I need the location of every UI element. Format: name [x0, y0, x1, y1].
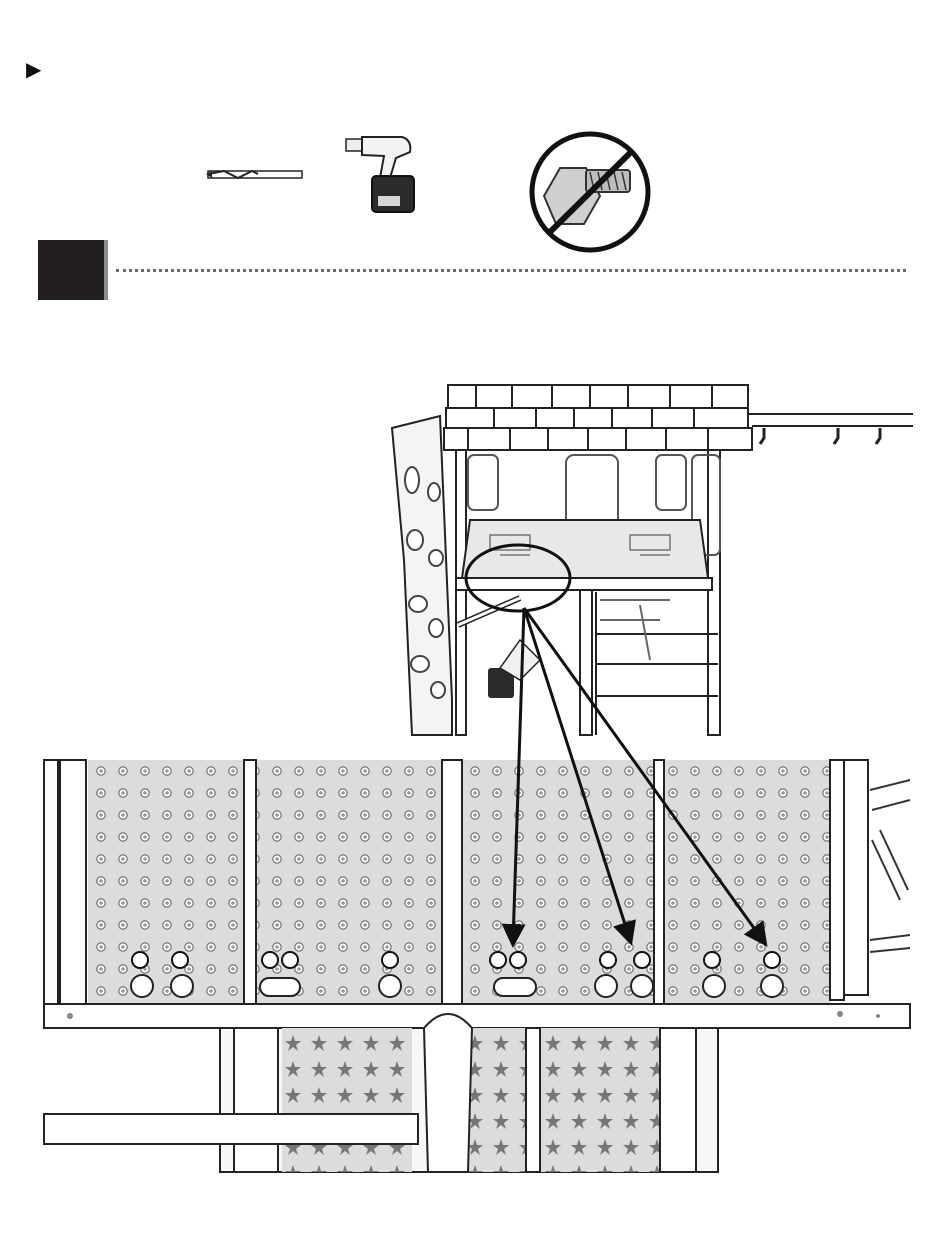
deck-floor-detail [44, 760, 910, 1172]
playset-tower-overview [392, 385, 913, 735]
no-overtighten-nut-bolt-icon [532, 134, 648, 250]
cordless-drill-icon [346, 137, 414, 212]
drill-bit-icon [206, 171, 302, 178]
